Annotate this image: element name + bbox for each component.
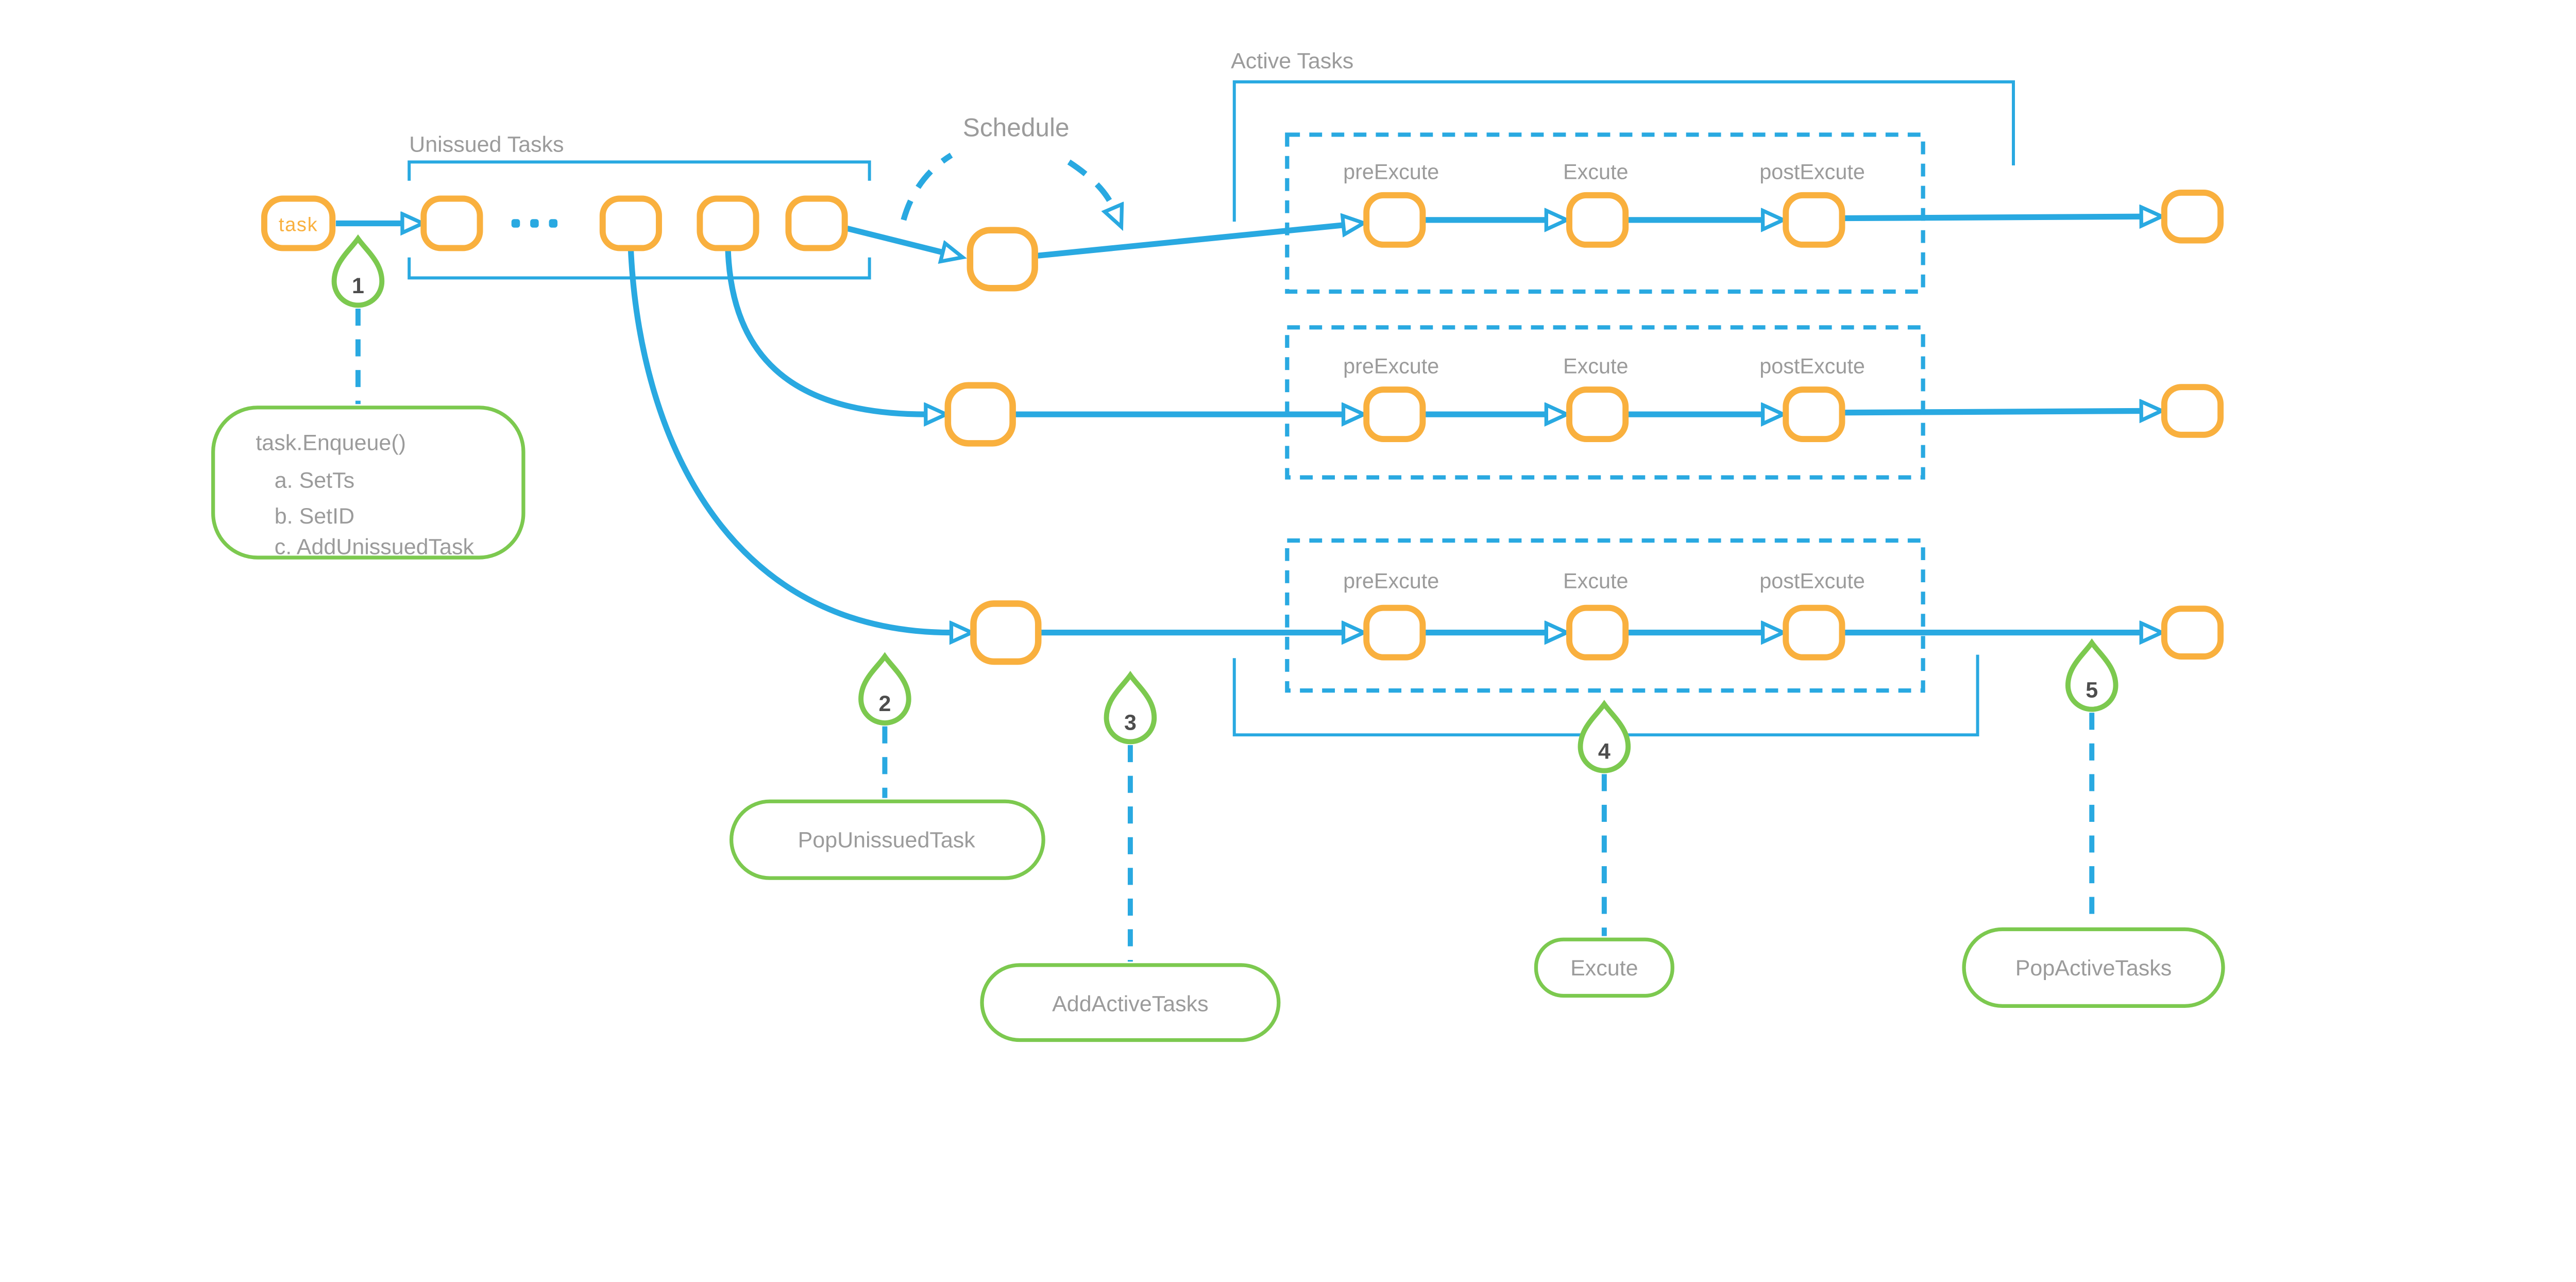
task-node-label: task (279, 214, 318, 235)
arrow-entry1-to-pre1 (1036, 225, 1344, 259)
worker-box-2 (1285, 325, 1925, 480)
step-marker-2 (858, 652, 911, 726)
queue-node-2 (599, 195, 662, 251)
unissued-bracket-bottom (408, 257, 871, 280)
queue-node-1 (420, 195, 483, 251)
worker1-entry-node (967, 227, 1038, 292)
stage-label-preexcute-3: preExcute (1343, 569, 1439, 593)
active-tasks-label: Active Tasks (1231, 48, 1353, 73)
enqueue-note-item-b: b. SetID (275, 504, 354, 529)
pop-active-tasks-note-label: PopActiveTasks (2015, 956, 2172, 981)
enqueue-note-title: task.Enqueue() (256, 431, 406, 456)
pop-active-tasks-note-box (1962, 927, 2225, 1008)
step-marker-1 (331, 234, 385, 308)
arrow-queue-to-worker1 (846, 225, 943, 252)
excute-node-1 (1566, 192, 1629, 248)
worker2-end-node (2161, 384, 2224, 438)
schedule-arc-left (901, 153, 953, 221)
stage-label-preexcute-2: preExcute (1343, 355, 1439, 378)
add-active-tasks-note-box (980, 963, 1281, 1042)
queue-ellipsis-dot (549, 219, 558, 228)
arrow-post2-to-end2 (1843, 411, 2141, 412)
unissued-tasks-label: Unissued Tasks (409, 132, 564, 157)
worker3-entry-node (970, 600, 1042, 665)
queue-ellipsis-dot (511, 219, 520, 228)
arrow-queue-to-worker3 (628, 248, 951, 633)
arrow-post1-to-end1 (1843, 216, 2141, 218)
excute-note-box (1534, 937, 1674, 998)
step-marker-4 (1578, 700, 1631, 773)
schedule-arc-right-arrow (1067, 159, 1113, 208)
postexcute-node-3 (1783, 604, 1845, 661)
stage-label-postexcute-1: postExcute (1759, 160, 1865, 183)
worker-box-3 (1285, 538, 1925, 693)
queue-ellipsis-dot (530, 219, 539, 228)
enqueue-note-item-a: a. SetTs (275, 468, 354, 493)
step-marker-1-number: 1 (352, 274, 364, 298)
nodes: task (261, 189, 2224, 665)
arrow-queue-to-worker2 (725, 248, 926, 414)
stage-label-excute-1: Excute (1563, 160, 1628, 183)
active-bracket-top (1232, 80, 2015, 222)
step-marker-3 (1104, 670, 1157, 745)
enqueue-note-item-c: c. AddUnissuedTask (275, 534, 474, 559)
preexcute-node-2 (1363, 386, 1426, 443)
stage-label-postexcute-2: postExcute (1759, 355, 1865, 378)
annotation-notes: task.Enqueue() a. SetTs b. SetID c. AddU… (211, 406, 2225, 1042)
step-marker-5 (2065, 638, 2119, 712)
preexcute-node-1 (1363, 192, 1426, 248)
task-scheduler-diagram: Unissued Tasks Active Tasks Schedule pre… (211, 48, 2225, 1042)
unissued-tasks-bracket (408, 160, 871, 280)
add-active-tasks-note-label: AddActiveTasks (1052, 991, 1209, 1016)
excute-node-3 (1566, 604, 1629, 661)
excute-note-label: Excute (1570, 956, 1638, 981)
enqueue-note-box (211, 406, 526, 560)
step-marker-2-number: 2 (878, 691, 891, 716)
pop-unissued-task-note-box (729, 799, 1045, 880)
step-marker-4-number: 4 (1598, 739, 1611, 764)
postexcute-node-1 (1783, 192, 1845, 248)
unissued-bracket-top (408, 160, 871, 181)
worker2-entry-node (944, 382, 1016, 447)
stage-label-postexcute-3: postExcute (1759, 569, 1865, 593)
preexcute-node-3 (1363, 604, 1426, 661)
step-marker-3-number: 3 (1124, 710, 1137, 735)
queue-node-4 (785, 195, 848, 251)
stage-label-excute-2: Excute (1563, 355, 1628, 378)
flow-arrows (335, 216, 2141, 633)
task-node (261, 195, 336, 251)
stage-label-excute-3: Excute (1563, 569, 1628, 593)
worker1-end-node (2161, 189, 2224, 244)
pop-unissued-task-note-label: PopUnissuedTask (798, 828, 976, 853)
schedule-label: Schedule (963, 113, 1070, 142)
excute-node-2 (1566, 386, 1629, 443)
postexcute-node-2 (1783, 386, 1845, 443)
step-markers: 1 2 3 4 5 (331, 234, 2119, 962)
worker3-end-node (2161, 605, 2224, 660)
queue-node-3 (697, 195, 759, 251)
stage-label-preexcute-1: preExcute (1343, 160, 1439, 183)
step-marker-5-number: 5 (2086, 678, 2098, 702)
